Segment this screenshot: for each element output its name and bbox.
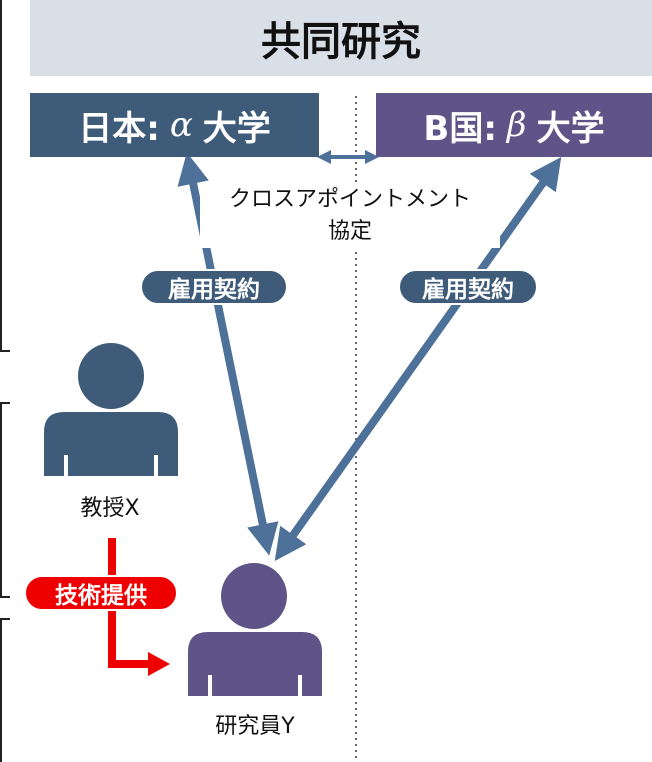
technology-arrowhead — [148, 652, 170, 676]
agreement-label-line1: クロスアポイントメント — [228, 187, 471, 212]
university-alpha: 日本: α 大学 — [30, 93, 319, 157]
university-alpha-prefix: 日本: — [78, 108, 160, 149]
contract-badge-left: 雇用契約 — [140, 269, 288, 305]
header-title: 共同研究 — [261, 19, 421, 65]
researcher-icon — [188, 563, 322, 696]
contract-arrow-right — [274, 156, 562, 562]
university-alpha-suffix: 大学 — [202, 108, 271, 149]
left-border-top — [0, 0, 2, 352]
university-alpha-greek: α — [169, 105, 193, 145]
technology-badge: 技術提供 — [24, 575, 178, 611]
agreement-label: クロスアポイントメント 協定 — [200, 184, 500, 248]
contract-badge-right-label: 雇用契約 — [422, 277, 514, 303]
researcher-name: 研究員Y — [215, 714, 295, 739]
left-border-tick-2 — [0, 402, 10, 404]
university-beta-prefix: B国: — [423, 108, 497, 149]
contract-badge-right: 雇用契約 — [398, 269, 538, 305]
university-beta-greek: β — [506, 105, 527, 145]
agreement-label-line2: 協定 — [327, 219, 372, 244]
left-border-tick-4 — [0, 618, 10, 620]
university-beta: B国: β 大学 — [376, 93, 652, 157]
contract-badge-left-label: 雇用契約 — [168, 277, 260, 303]
professor-name: 教授X — [80, 496, 140, 521]
university-beta-suffix: 大学 — [536, 108, 605, 149]
left-border-tick-3 — [0, 596, 10, 598]
joint-research-header: 共同研究 — [30, 0, 652, 76]
left-border-bottom — [0, 618, 2, 762]
professor-icon — [44, 343, 178, 476]
left-border-tick-1 — [0, 350, 10, 352]
left-border-middle — [0, 402, 2, 598]
technology-badge-label: 技術提供 — [55, 583, 147, 609]
